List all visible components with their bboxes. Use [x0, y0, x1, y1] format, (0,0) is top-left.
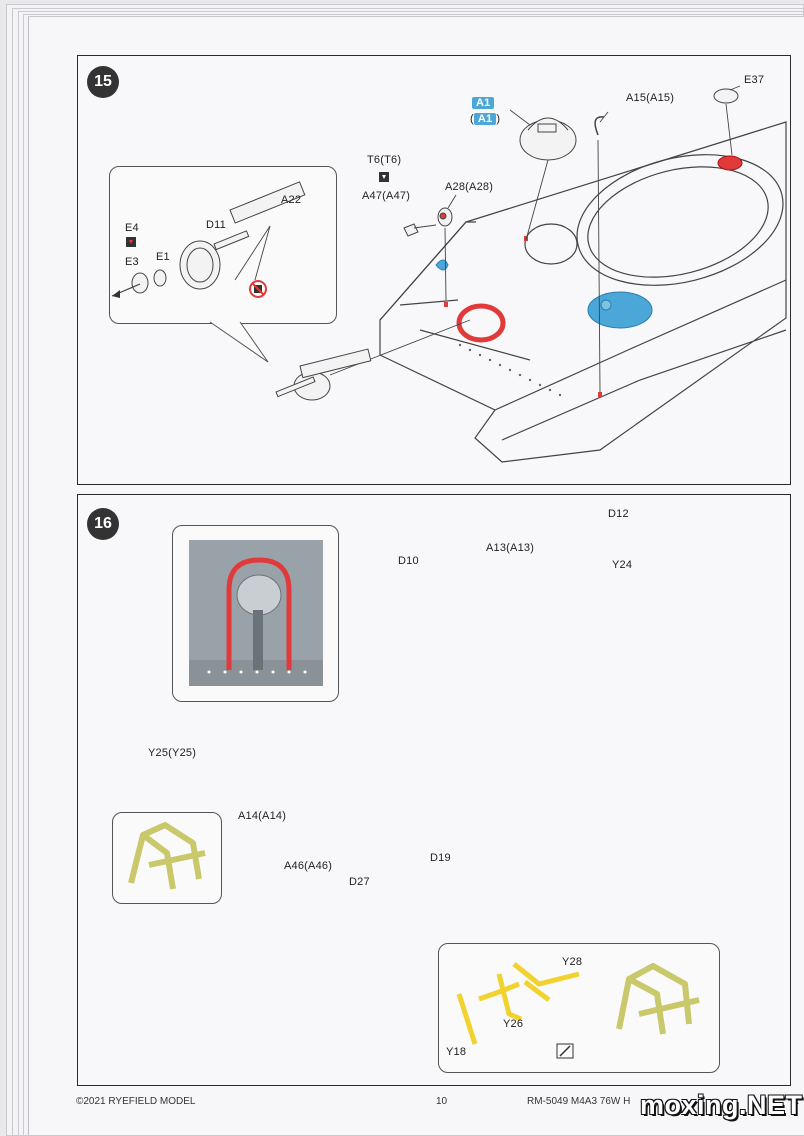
label-a13: A13(A13): [486, 542, 535, 554]
label-e4: E4: [125, 222, 139, 234]
label-d11: D11: [206, 219, 226, 231]
label-a15: A15(A15): [626, 92, 675, 104]
label-y18: Y18: [446, 1046, 467, 1058]
footer-copyright: ©2021 RYEFIELD MODEL: [76, 1096, 196, 1107]
part-e37: [713, 88, 739, 104]
label-a46: A46(A46): [284, 860, 333, 872]
hull-outline-step15: [379, 121, 787, 463]
blue-hatch: [587, 291, 653, 329]
reference-photo: [189, 540, 323, 686]
label-a1-bottom: (A1): [470, 113, 501, 125]
label-a22: A22: [281, 194, 302, 206]
step-15-badge: 15: [87, 66, 119, 98]
machine-gun-assembly: [275, 348, 372, 401]
no-glue-icon: [249, 280, 267, 298]
red-hatch-ring: [456, 303, 506, 343]
label-d27: D27: [349, 876, 370, 888]
label-d12: D12: [608, 508, 629, 520]
label-y26: Y26: [503, 1018, 524, 1030]
label-y24: Y24: [612, 559, 633, 571]
label-a28: A28(A28): [445, 181, 494, 193]
label-y28: Y28: [562, 956, 583, 968]
y25-folded-etch: [128, 822, 206, 890]
step-16-badge: 16: [87, 508, 119, 540]
footer-title: RM-5049 M4A3 76W H: [527, 1096, 631, 1107]
callout-gun-detail: [131, 181, 306, 294]
label-d10: D10: [398, 555, 419, 567]
label-a47: A47(A47): [362, 190, 411, 202]
label-e3: E3: [125, 256, 139, 268]
red-periscope-ring: [717, 155, 743, 171]
blue-bracket: [435, 259, 449, 271]
footer-title-tail: R: [792, 1096, 800, 1107]
photo-content: [189, 540, 323, 686]
part-a15-hook: [594, 116, 605, 136]
label-y25: Y25(Y25): [148, 747, 197, 759]
label-a1-top: A1: [472, 96, 495, 110]
step-16-photo-callout: [172, 525, 339, 702]
label-d19: D19: [430, 852, 451, 864]
watermark: moxing.NET: [640, 1090, 803, 1120]
fold-icon: [556, 1043, 574, 1059]
hull-rivets-step15: [458, 343, 562, 397]
label-e37: E37: [744, 74, 765, 86]
label-a14: A14(A14): [238, 810, 287, 822]
label-t6: T6(T6): [367, 154, 402, 166]
footer-page-number: 10: [436, 1096, 448, 1107]
part-a1-cupola: [519, 117, 577, 161]
etch-folding-diagram: [456, 962, 700, 1059]
step-16-y25-callout: [112, 812, 222, 904]
part-a47: [403, 223, 419, 237]
part-a28: [437, 207, 453, 227]
label-e1: E1: [156, 251, 170, 263]
step-16-etch-callout: [438, 943, 720, 1073]
